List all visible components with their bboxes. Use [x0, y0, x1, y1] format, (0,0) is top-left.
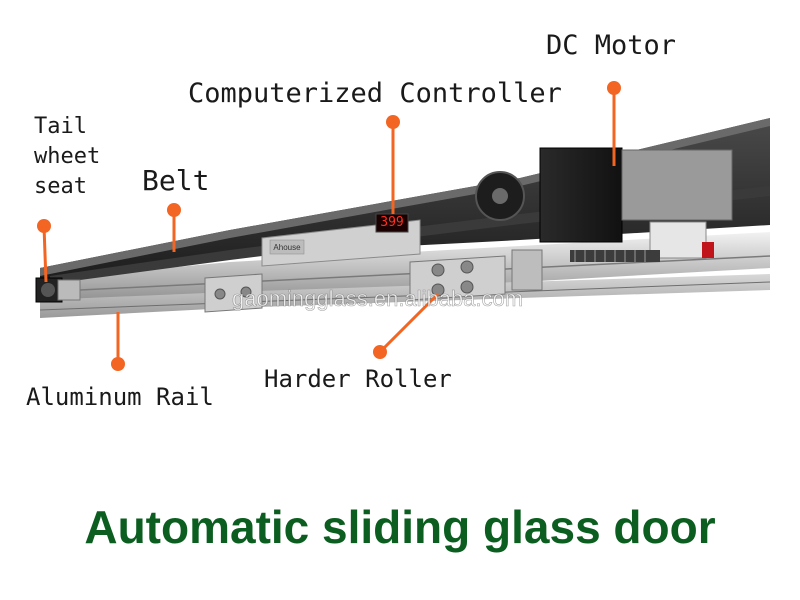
label-tail-wheel-seat: Tail wheet seat: [34, 114, 101, 199]
roller-bolt-6: [240, 286, 252, 298]
label-computerized-controller: Computerized Controller: [188, 78, 562, 109]
label-harder-roller: Harder Roller: [264, 365, 452, 393]
label-dc-motor: DC Motor: [546, 30, 677, 61]
tail-wheel: [41, 283, 55, 297]
callout-dc-motor: [607, 81, 621, 166]
roller-bolt-2: [460, 260, 474, 274]
roller-bolt-4: [460, 280, 474, 294]
page-title: Automatic sliding glass door: [84, 501, 716, 553]
rail-groove-2: [39, 281, 771, 311]
callout-belt: [167, 203, 181, 252]
brand-plate: [269, 239, 305, 255]
pulley-hub: [492, 188, 508, 204]
red-switch: [702, 242, 714, 258]
motor-bracket: [621, 149, 733, 221]
callout-computerized-controller: [386, 115, 400, 214]
controller-display-text: 399: [380, 215, 404, 230]
label-belt: Belt: [142, 164, 210, 197]
coil-spring: [570, 250, 660, 262]
motor-block: [539, 147, 623, 243]
roller-bolt-5: [214, 288, 226, 300]
brand-label: Ahouse: [273, 243, 301, 252]
roller-plate-left: [204, 273, 263, 313]
top-cover-edge: [40, 118, 770, 276]
roller-plate-right-2: [511, 249, 543, 291]
end-bracket: [57, 279, 81, 301]
callout-harder-roller: [373, 292, 440, 359]
callout-tail-wheel-seat: [37, 219, 51, 283]
callout-aluminum-rail: [111, 312, 125, 371]
label-aluminum-rail: Aluminum Rail: [26, 383, 214, 411]
watermark: gaomingglass.en.alibaba.com: [232, 286, 524, 312]
roller-bolt-1: [431, 263, 445, 277]
